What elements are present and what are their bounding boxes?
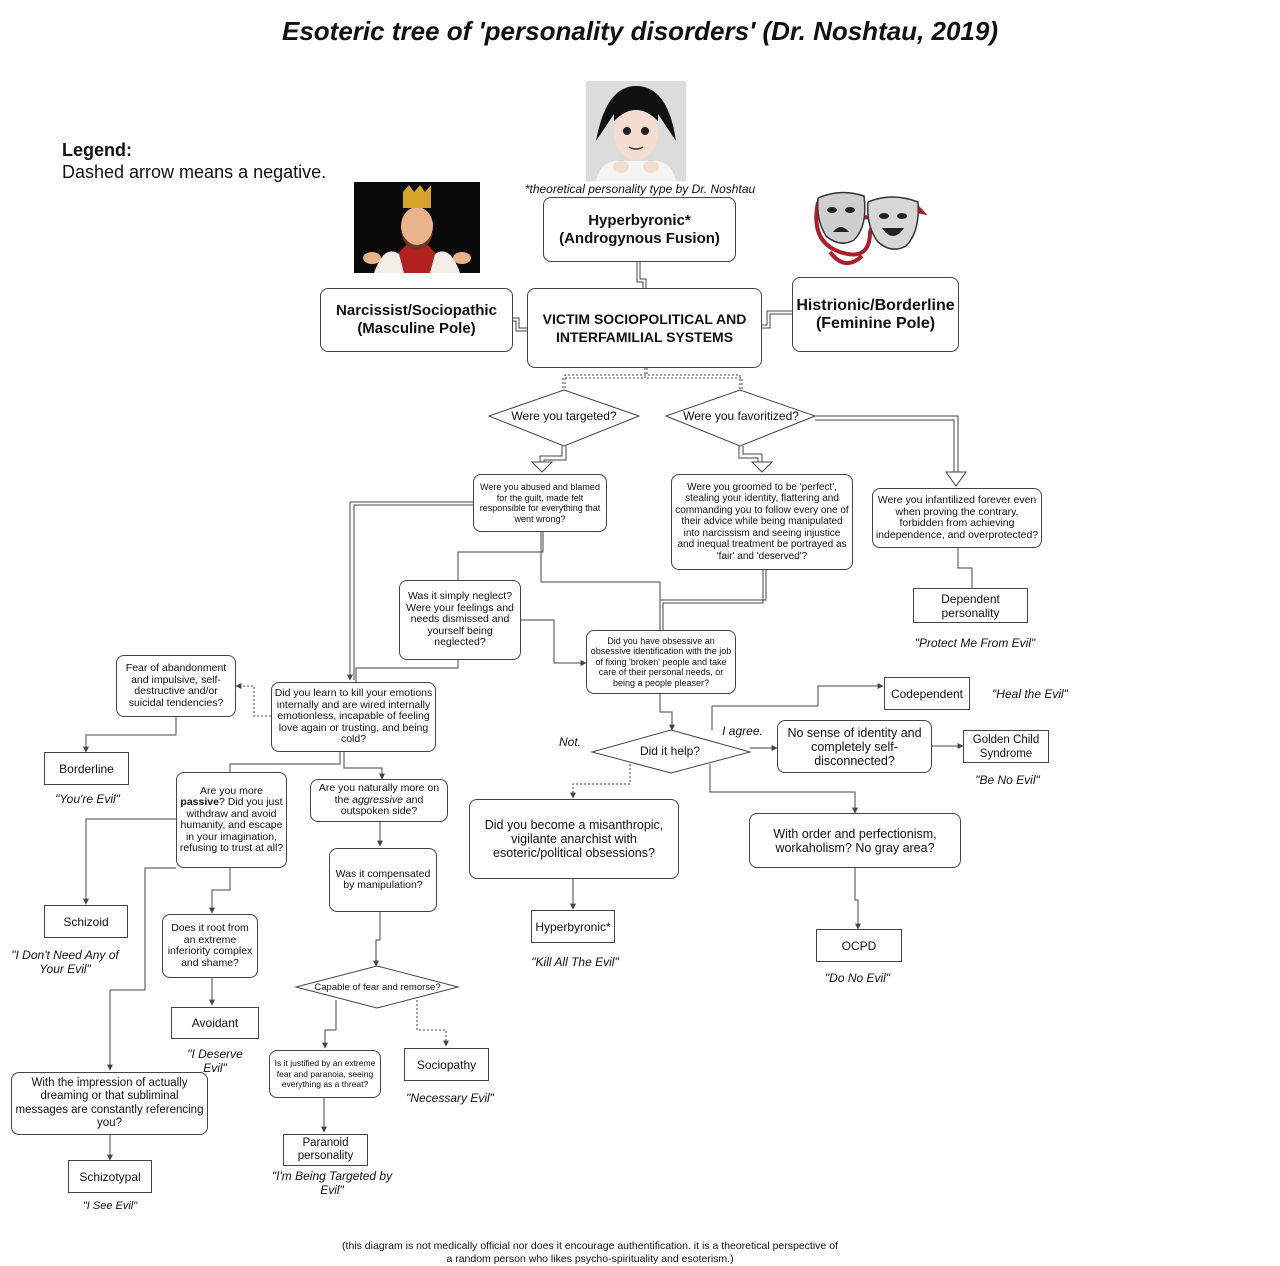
schizotypal-node: Schizotypal <box>68 1160 152 1193</box>
narcissist-node: Narcissist/Sociopathic (Masculine Pole) <box>320 288 513 352</box>
hyperbyronic-top-node: Hyperbyronic* (Androgynous Fusion) <box>543 197 736 262</box>
see-evil-quote: "I See Evil" <box>82 1200 138 1212</box>
groomed-question: Were you groomed to be 'perfect', steali… <box>671 474 853 570</box>
aggressive-text: Are you naturally more on the aggressive… <box>318 782 440 818</box>
compensated-question: Was it compensated by manipulation? <box>329 848 437 912</box>
borderline-node: Borderline <box>44 752 129 785</box>
targeted-quote: "I'm Being Targeted by Evil" <box>271 1169 393 1197</box>
king-character-portrait <box>354 182 480 273</box>
no-identity-question: No sense of identity and completely self… <box>777 720 932 773</box>
kill-all-quote: "Kill All The Evil" <box>531 955 619 969</box>
agree-label: I agree. <box>722 724 763 738</box>
sociopathy-node: Sociopathy <box>404 1048 489 1081</box>
theoretical-note: *theoretical personality type by Dr. Nos… <box>524 182 756 196</box>
kill-emotions-question: Did you learn to kill your emotions inte… <box>271 682 436 752</box>
schizoid-node: Schizoid <box>44 905 128 938</box>
protect-quote: "Protect Me From Evil" <box>914 636 1036 650</box>
aggressive-question: Are you naturally more on the aggressive… <box>310 779 448 822</box>
be-no-evil-quote: "Be No Evil" <box>975 773 1040 787</box>
obsessive-question: Did you have obsessive an obsessive iden… <box>586 630 736 694</box>
justified-question: Is it justified by an extreme fear and p… <box>269 1050 381 1098</box>
passive-question: Are you more passive? Did you just withd… <box>176 772 287 868</box>
favoritized-question: Were you favoritized? <box>683 409 799 423</box>
neglect-question: Was it simply neglect? Were your feeling… <box>399 580 521 660</box>
ocpd-node: OCPD <box>816 929 902 962</box>
favoritized-decision-shape <box>664 389 817 447</box>
dont-need-quote: "I Don't Need Any of Your Evil" <box>11 948 119 976</box>
diagram-title: Esoteric tree of 'personality disorders'… <box>281 16 999 46</box>
targeted-question: Were you targeted? <box>511 409 617 423</box>
legend-heading: Legend: <box>62 140 132 160</box>
histrionic-node: Histrionic/Borderline (Feminine Pole) <box>792 277 959 352</box>
targeted-decision-shape <box>487 389 641 447</box>
dependent-node: Dependent personality <box>913 588 1028 623</box>
did-help-decision-shape <box>590 729 752 774</box>
not-label: Not. <box>558 735 581 749</box>
golden-child-node: Golden Child Syndrome <box>963 730 1049 763</box>
deserve-quote: "I Deserve Evil" <box>187 1047 243 1075</box>
passive-text: Are you more passive? Did you just withd… <box>179 784 284 854</box>
paranoid-node: Paranoid personality <box>283 1134 368 1166</box>
hyperbyronic-bottom-node: Hyperbyronic* <box>531 910 615 943</box>
inferiority-question: Does it root from an extreme inferiority… <box>162 914 258 978</box>
did-help-question: Did it help? <box>639 744 701 758</box>
anime-character-portrait <box>586 81 686 181</box>
order-question: With order and perfectionism, workaholis… <box>749 813 961 868</box>
legend-text: Dashed arrow means a negative. <box>62 162 327 182</box>
capable-decision-shape <box>294 965 460 1009</box>
fear-abandonment-question: Fear of abandonment and impulsive, self-… <box>116 655 236 717</box>
capable-question: Capable of fear and remorse? <box>314 981 441 993</box>
dreaming-question: With the impression of actually dreaming… <box>11 1072 208 1135</box>
youre-evil-quote: "You're Evil" <box>55 792 120 806</box>
codependent-node: Codependent <box>884 677 970 710</box>
victim-systems-node: VICTIM SOCIOPOLITICAL AND INTERFAMILIAL … <box>527 288 762 368</box>
footer-disclaimer: (this diagram is not medically official … <box>342 1240 838 1265</box>
do-no-evil-quote: "Do No Evil" <box>824 971 891 985</box>
misanthropic-question: Did you become a misanthropic, vigilante… <box>469 799 679 879</box>
avoidant-node: Avoidant <box>171 1007 259 1039</box>
infantilized-question: Were you infantilized forever even when … <box>872 488 1042 548</box>
theater-masks-picture <box>814 191 928 265</box>
heal-quote: "Heal the Evil" <box>992 687 1068 701</box>
legend: Legend: Dashed arrow means a negative. <box>62 139 326 183</box>
abused-question: Were you abused and blamed for the guilt… <box>473 474 607 532</box>
necessary-quote: "Necessary Evil" <box>406 1091 494 1105</box>
